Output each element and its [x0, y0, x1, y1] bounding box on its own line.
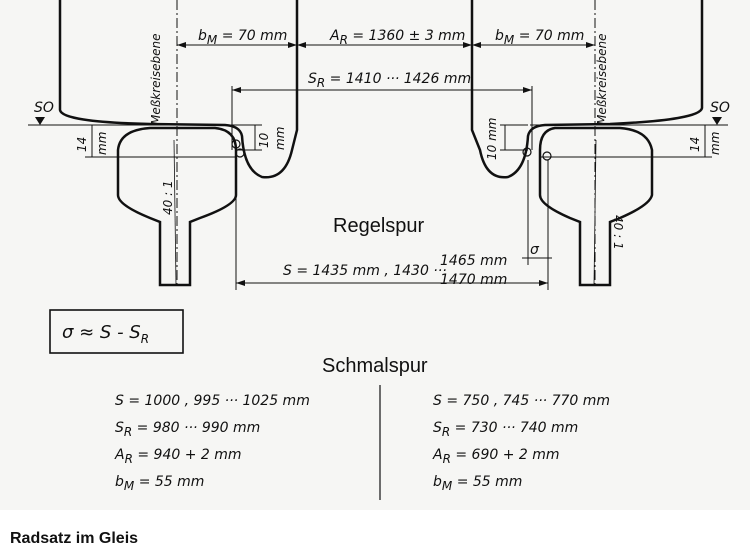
- gauge-lower: 1470 mm: [440, 272, 507, 288]
- dim-10-left: 10: [257, 132, 271, 148]
- dim-ar: AR = 1360 ± 3 mm: [329, 28, 465, 47]
- regelspur-label: Regelspur: [333, 215, 425, 237]
- gauge-upper: 1465 mm: [440, 253, 507, 269]
- top-dimensions: [177, 42, 595, 150]
- schmalspur-right: S = 750 , 745 ··· 770 mm SR = 730 ··· 740…: [432, 393, 610, 493]
- gauge-main: S = 1435 mm , 1430 ···: [283, 263, 447, 279]
- rail-axes: [173, 139, 597, 286]
- caption: Radsatz im Gleis: [10, 530, 139, 547]
- right-wheel: [470, 0, 704, 179]
- incline-left: 40 : 1: [161, 180, 175, 215]
- dim-sr: SR = 1410 ··· 1426 mm: [308, 71, 471, 90]
- dim-10-lines: [238, 124, 528, 151]
- messkreisebene-left: Meßkreisebene: [149, 33, 163, 125]
- formula-box: [49, 309, 184, 354]
- right-rail: [538, 126, 654, 287]
- dim-14-left-unit: mm: [95, 132, 109, 155]
- schmalspur-left: S = 1000 , 995 ··· 1025 mm SR = 980 ··· 9…: [114, 393, 310, 493]
- dim-14-lines: [85, 125, 712, 158]
- schmalspur-right-line: bM = 55 mm: [433, 474, 522, 493]
- dim-bm-right: bM = 70 mm: [495, 28, 584, 47]
- gauge-dimension: [235, 150, 552, 290]
- dim-10-right: 10 mm: [485, 118, 499, 160]
- schmalspur-left-line: AR = 940 + 2 mm: [114, 447, 242, 466]
- schmalspur-left-line: S = 1000 , 995 ··· 1025 mm: [115, 393, 310, 409]
- schmalspur-left-line: bM = 55 mm: [115, 474, 204, 493]
- schmalspur-label: Schmalspur: [322, 355, 428, 377]
- so-markers: [28, 117, 728, 126]
- schmalspur-left-line: SR = 980 ··· 990 mm: [115, 420, 260, 439]
- schmalspur-right-line: SR = 730 ··· 740 mm: [433, 420, 578, 439]
- sigma-symbol: σ: [530, 242, 540, 258]
- schmalspur-right-line: AR = 690 + 2 mm: [432, 447, 560, 466]
- dim-14-left: 14: [75, 137, 89, 152]
- wheelset-diagram: bM = 70 mm AR = 1360 ± 3 mm bM = 70 mm S…: [0, 0, 750, 510]
- dim-14-right: 14: [688, 137, 702, 152]
- dim-14-right-unit: mm: [708, 132, 722, 155]
- incline-right: 40 : 1: [611, 215, 625, 250]
- schmalspur-right-line: S = 750 , 745 ··· 770 mm: [433, 393, 610, 409]
- so-left: SO: [34, 100, 54, 116]
- messkreisebene-right: Meßkreisebene: [595, 33, 609, 125]
- dim-10-left-unit: mm: [273, 127, 287, 150]
- so-right: SO: [710, 100, 730, 116]
- left-rail: [116, 126, 238, 287]
- left-wheel: [58, 0, 299, 179]
- formula: σ ≈ S - SR: [62, 322, 149, 346]
- dim-bm-left: bM = 70 mm: [198, 28, 287, 47]
